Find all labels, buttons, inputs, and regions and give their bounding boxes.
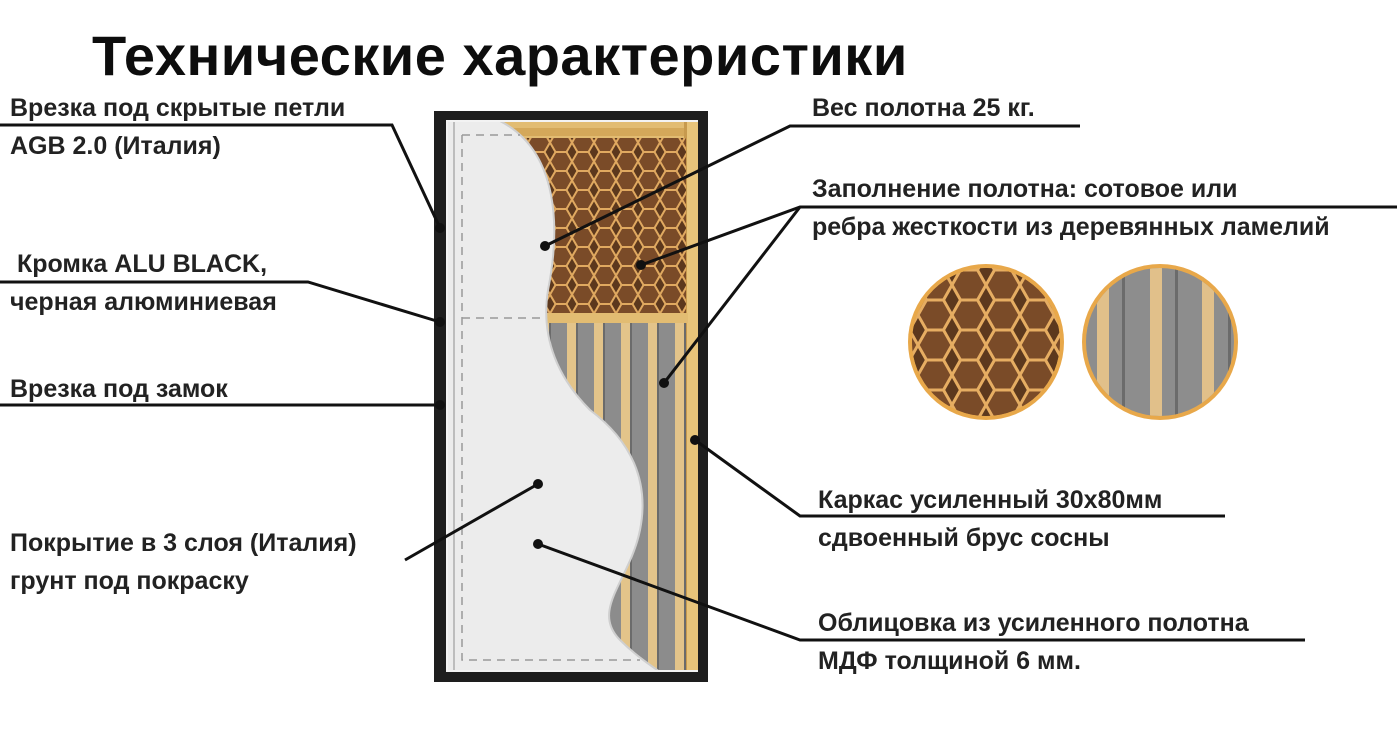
label-facing-line2: МДФ толщиной 6 мм. [818, 647, 1081, 675]
lamella-circle-icon [1082, 264, 1238, 420]
label-edge-line1: Кромка ALU BLACK, [10, 250, 268, 278]
mdf-facing [448, 122, 658, 670]
label-hinges: Врезка под скрытые петли AGB 2.0 (Италия… [10, 89, 345, 165]
label-facing-line1: Облицовка из усиленного полотна [818, 609, 1249, 637]
label-coating-line1: Покрытие в 3 слоя (Италия) [10, 529, 357, 557]
label-weight-line1: Вес полотна 25 кг. [812, 94, 1035, 122]
label-frame-line1: Каркас усиленный 30х80мм [818, 486, 1163, 514]
label-filling: Заполнение полотна: сотовое или ребра же… [812, 170, 1330, 246]
label-lock-line1: Врезка под замок [10, 375, 228, 403]
label-weight: Вес полотна 25 кг. [812, 89, 1035, 127]
label-frame-line2: сдвоенный брус сосны [818, 524, 1110, 552]
label-frame: Каркас усиленный 30х80мм сдвоенный брус … [818, 481, 1162, 557]
label-edge-line2: черная алюминиевая [10, 288, 277, 316]
label-edge: Кромка ALU BLACK, черная алюминиевая [10, 245, 277, 321]
label-facing: Облицовка из усиленного полотна МДФ толщ… [818, 604, 1249, 680]
label-filling-line2: ребра жесткости из деревянных ламелий [812, 213, 1330, 241]
label-coating: Покрытие в 3 слоя (Италия) грунт под пок… [10, 524, 357, 600]
label-coating-line2: грунт под покраску [10, 567, 249, 595]
page-title: Технические характеристики [92, 24, 908, 87]
label-hinges-line1: Врезка под скрытые петли [10, 94, 346, 122]
label-lock: Врезка под замок [10, 370, 228, 408]
leader-lines [0, 123, 1397, 642]
label-hinges-line2: AGB 2.0 (Италия) [10, 132, 221, 160]
honeycomb-circle-icon [908, 264, 1064, 420]
label-filling-line1: Заполнение полотна: сотовое или [812, 175, 1238, 203]
